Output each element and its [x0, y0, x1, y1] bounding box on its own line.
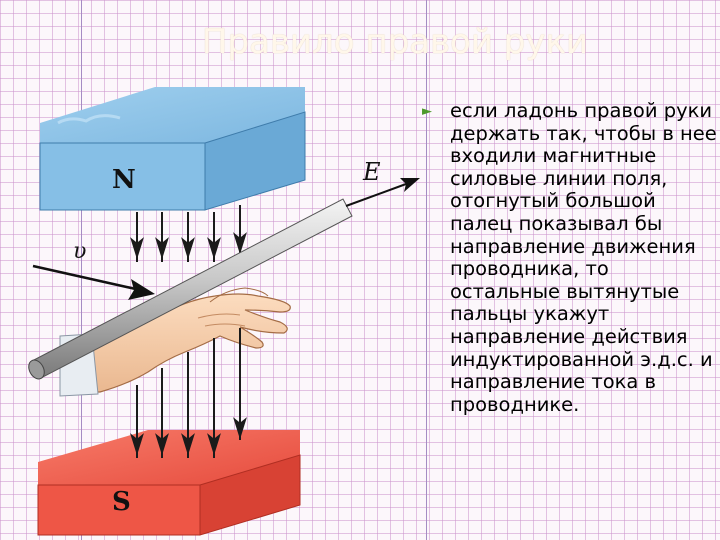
- vertical-guide-line-left: [81, 0, 82, 540]
- south-pole-label: S: [112, 487, 131, 517]
- field-lines-lower: [130, 328, 247, 458]
- north-pole-label: N: [112, 165, 136, 195]
- field-lines-upper: [130, 205, 247, 262]
- south-pole-block: [37, 430, 301, 536]
- emf-label: E: [362, 158, 381, 186]
- bullet-arrow-icon: ►: [422, 104, 432, 119]
- slide-title: Правило правой руки: [201, 22, 589, 62]
- right-hand-rule-illustration: N S E υ: [28, 87, 420, 536]
- conductor-rod: [28, 198, 353, 380]
- vertical-guide-line-right: [426, 0, 427, 540]
- rule-text: если ладонь правой руки держать так, что…: [450, 99, 717, 416]
- emf-arrow: [345, 178, 420, 207]
- velocity-arrow: [32, 264, 155, 300]
- rule-description: ► если ладонь правой руки держать так, ч…: [418, 99, 718, 416]
- north-pole-block: [39, 87, 306, 211]
- velocity-label: υ: [73, 239, 86, 264]
